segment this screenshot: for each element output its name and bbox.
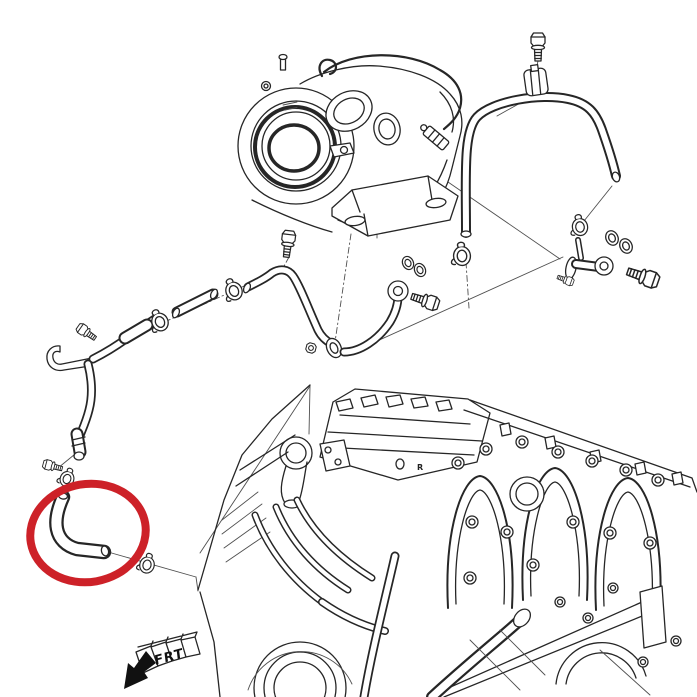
sealing-washer-icon bbox=[411, 261, 429, 279]
hose-clamp-icon bbox=[567, 212, 590, 238]
banjo-bolt-icon bbox=[624, 263, 662, 291]
turbo-top-fitting bbox=[278, 53, 288, 71]
water-outlet-tube bbox=[279, 436, 351, 509]
nut-icon bbox=[304, 341, 318, 355]
engine-casting-mark: R bbox=[417, 463, 423, 472]
front-arrow-icon bbox=[124, 651, 156, 689]
highlight-circle bbox=[26, 479, 150, 587]
right-banjo-fitting bbox=[555, 212, 662, 291]
retaining-clip bbox=[523, 63, 549, 97]
sealing-washer-icon bbox=[616, 236, 636, 256]
hose-clamp-icon bbox=[449, 240, 472, 268]
front-direction-indicator: FRT bbox=[124, 631, 201, 689]
intake-manifold bbox=[319, 388, 491, 481]
turbo-mounting-bracket bbox=[251, 175, 459, 237]
bolt-icon bbox=[530, 32, 546, 62]
bolt-bosses bbox=[451, 435, 665, 585]
connector-tube bbox=[171, 288, 219, 319]
sealing-washer-icon bbox=[399, 254, 417, 272]
cylinder-head-webs bbox=[446, 467, 662, 611]
bolt-icon bbox=[74, 321, 99, 344]
exhaust-manifold bbox=[251, 496, 400, 697]
elbow-hose-fill bbox=[51, 492, 109, 557]
bolt-icon bbox=[41, 458, 64, 474]
engine-long-block: R bbox=[197, 384, 697, 697]
coolant-pipe-assembly bbox=[46, 229, 442, 461]
bolt-icon bbox=[279, 229, 297, 259]
sealing-washer-icon bbox=[602, 228, 622, 248]
crank-pulley bbox=[247, 641, 353, 697]
hose-clamp-icon bbox=[218, 275, 246, 305]
turbo-stud bbox=[260, 80, 272, 92]
coolant-elbow-hose bbox=[49, 489, 112, 560]
upper-coolant-hose bbox=[460, 92, 621, 238]
block-skirt bbox=[426, 582, 682, 697]
sensor-wiring-harness bbox=[318, 54, 463, 151]
turbocharger-assembly bbox=[237, 53, 463, 237]
banjo-bolt-icon bbox=[408, 289, 442, 313]
